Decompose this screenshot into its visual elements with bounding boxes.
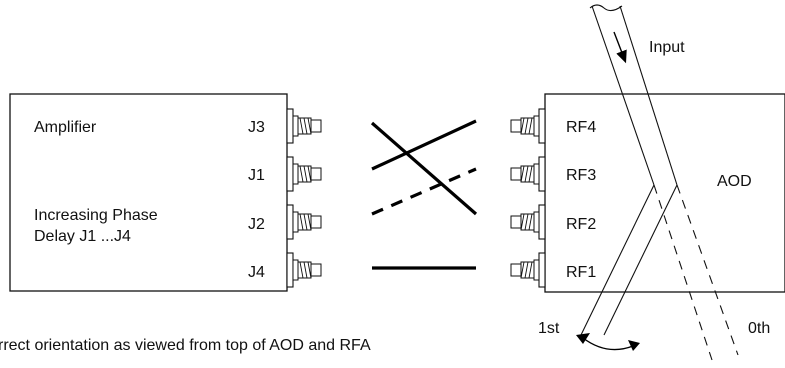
aod-port-label: RF1 xyxy=(566,264,596,281)
amplifier-box: Amplifier Increasing Phase Delay J1 ...J… xyxy=(9,93,322,292)
amplifier-connector-icon xyxy=(286,156,322,192)
aod-port-label: RF3 xyxy=(566,167,596,184)
aod-connector-icon xyxy=(511,253,545,287)
amplifier-port-label: J2 xyxy=(248,216,265,233)
input-beam-edge xyxy=(619,5,678,186)
first-order-label: 1st xyxy=(538,320,560,337)
cable-j1-to-rf4 xyxy=(371,119,477,171)
amplifier-note-line2: Delay J1 ...J4 xyxy=(34,228,131,245)
rotation-arrow-head-icon xyxy=(628,340,640,351)
zero-order-beam-edge xyxy=(676,184,739,356)
aod-port-label: RF4 xyxy=(566,119,596,136)
input-beam-edge xyxy=(591,5,655,186)
rotation-arrow-icon xyxy=(582,337,634,351)
rotation-arrow-head-icon xyxy=(576,333,590,344)
aod-box: RF4 RF3 RF2 RF1 AOD xyxy=(511,93,785,293)
zero-order-label: 0th xyxy=(748,320,770,337)
cable-j3-to-rf2 xyxy=(370,121,478,216)
amplifier-title: Amplifier xyxy=(34,119,97,136)
amplifier-connector-icon xyxy=(286,252,322,288)
amplifier-connector-icon xyxy=(286,204,322,240)
optical-beams: Input 1st 0th xyxy=(538,4,770,361)
first-order-beam-edge xyxy=(603,184,678,336)
aod-connector-icon xyxy=(511,109,545,143)
cable-crossings xyxy=(370,119,478,270)
orientation-caption: rrect orientation as viewed from top of … xyxy=(0,337,371,354)
first-order-beam-edge xyxy=(580,184,655,336)
aod-connector-icon xyxy=(511,157,545,191)
amplifier-port-label: J1 xyxy=(248,167,265,184)
aod-connector-icon xyxy=(511,205,545,239)
amplifier-note-line1: Increasing Phase xyxy=(34,207,158,224)
input-beam-label: Input xyxy=(649,39,685,56)
input-direction-arrow-icon xyxy=(613,31,627,64)
amplifier-port-label: J4 xyxy=(248,264,265,281)
amplifier-connector-icon xyxy=(286,108,322,144)
amplifier-port-label: J3 xyxy=(248,119,265,136)
aod-port-label: RF2 xyxy=(566,216,596,233)
aod-title: AOD xyxy=(717,173,752,190)
cable-j2-to-rf3 xyxy=(371,167,477,216)
beam-break-mark xyxy=(589,4,623,12)
